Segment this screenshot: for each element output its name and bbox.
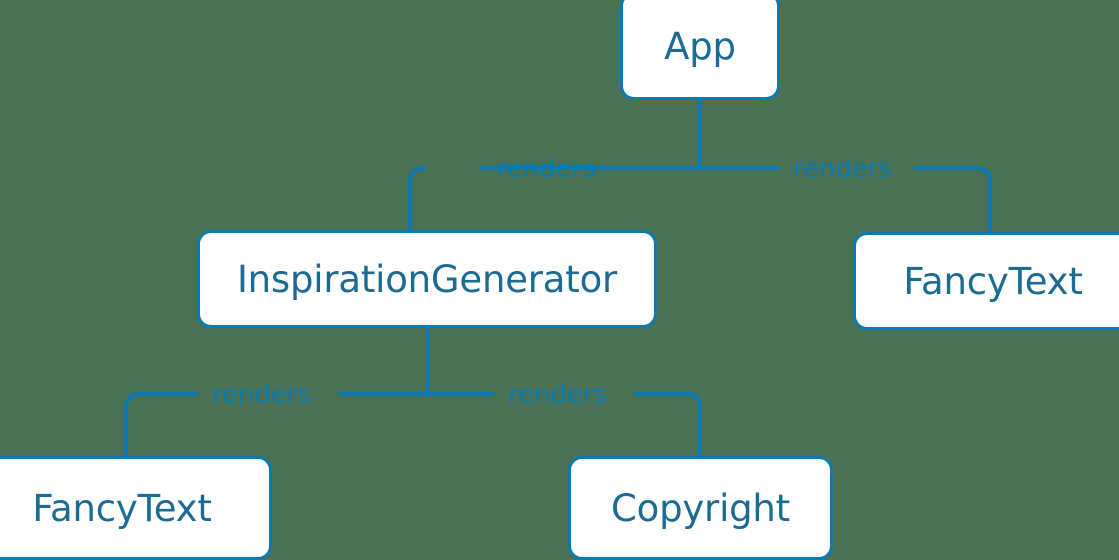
node-copyright-label: Copyright — [611, 486, 790, 530]
edge-app-to-inspiration-generator-elbow — [408, 166, 427, 232]
node-fancytext-bottom[interactable]: FancyText — [0, 456, 272, 560]
edge-label-app-to-fancytext-right: renders — [793, 154, 892, 184]
edge-label-inspiration-generator-to-copyright: renders — [508, 380, 607, 410]
edge-app-to-fancytext-right-elbow — [914, 166, 992, 234]
edge-inspiration-to-copyright-elbow — [634, 392, 702, 458]
node-app-label: App — [664, 24, 736, 68]
node-inspiration-generator-label: InspirationGenerator — [236, 257, 618, 301]
edge-inspiration-to-fancytext-bottom-elbow — [124, 392, 198, 458]
node-fancytext-bottom-label: FancyText — [32, 486, 212, 530]
node-fancytext-right-label: FancyText — [903, 259, 1083, 303]
edge-label-inspiration-generator-to-fancytext-bottom: renders — [212, 380, 311, 410]
node-app[interactable]: App — [620, 0, 780, 100]
node-inspiration-generator[interactable]: InspirationGenerator — [197, 230, 657, 328]
edge-label-app-to-inspiration-generator: renders — [497, 154, 596, 184]
node-copyright[interactable]: Copyright — [568, 456, 833, 560]
node-fancytext-right[interactable]: FancyText — [853, 232, 1119, 330]
